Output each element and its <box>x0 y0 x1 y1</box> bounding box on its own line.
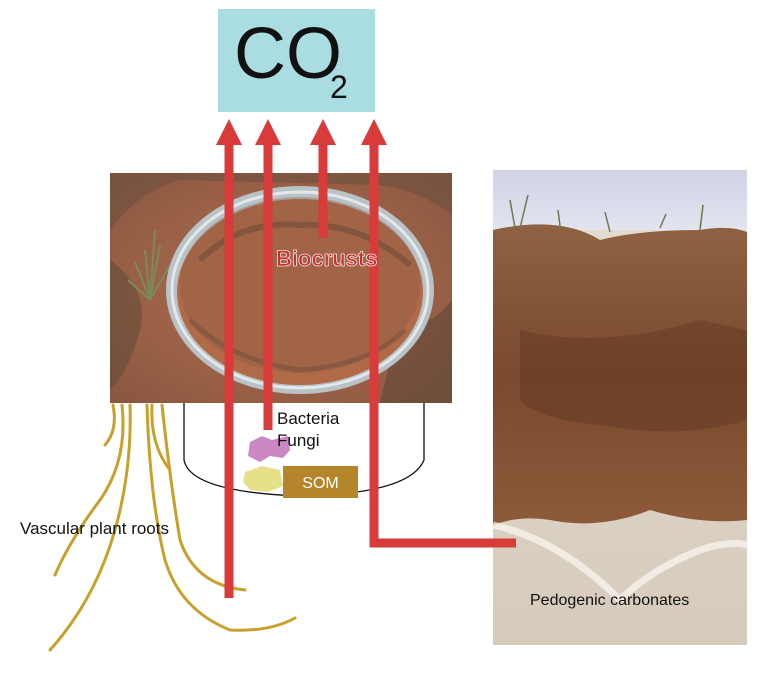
som-box <box>283 466 358 498</box>
vascular-plant-roots <box>48 403 297 652</box>
soil-profile-photo <box>492 170 748 645</box>
plant-tuft <box>127 229 171 301</box>
carbonate-flux-arrow <box>369 140 516 548</box>
bacteria-blob <box>248 436 290 462</box>
arrowhead-icon <box>310 119 336 145</box>
collar-interior <box>177 199 423 385</box>
fungi-blob <box>243 466 283 492</box>
arrowhead-icon <box>255 119 281 145</box>
profile-grasses <box>509 194 704 233</box>
co2-subscript: 2 <box>330 69 348 105</box>
co2-box <box>218 9 375 112</box>
surface-photo <box>110 173 452 403</box>
bacteria-label: Bacteria <box>277 409 340 428</box>
biocrusts-label: Biocrusts <box>276 246 378 272</box>
co2-flux-arrows <box>224 140 516 598</box>
arrowheads <box>216 119 387 145</box>
arrowhead-icon <box>361 119 387 145</box>
co2-formula: CO <box>234 14 342 94</box>
carbonates-label: Pedogenic carbonates <box>530 592 690 609</box>
fungi-label: Fungi <box>277 431 320 450</box>
roots-label: Vascular plant roots <box>20 519 169 538</box>
som-label: SOM <box>302 475 339 492</box>
arrowhead-icon <box>216 119 242 145</box>
